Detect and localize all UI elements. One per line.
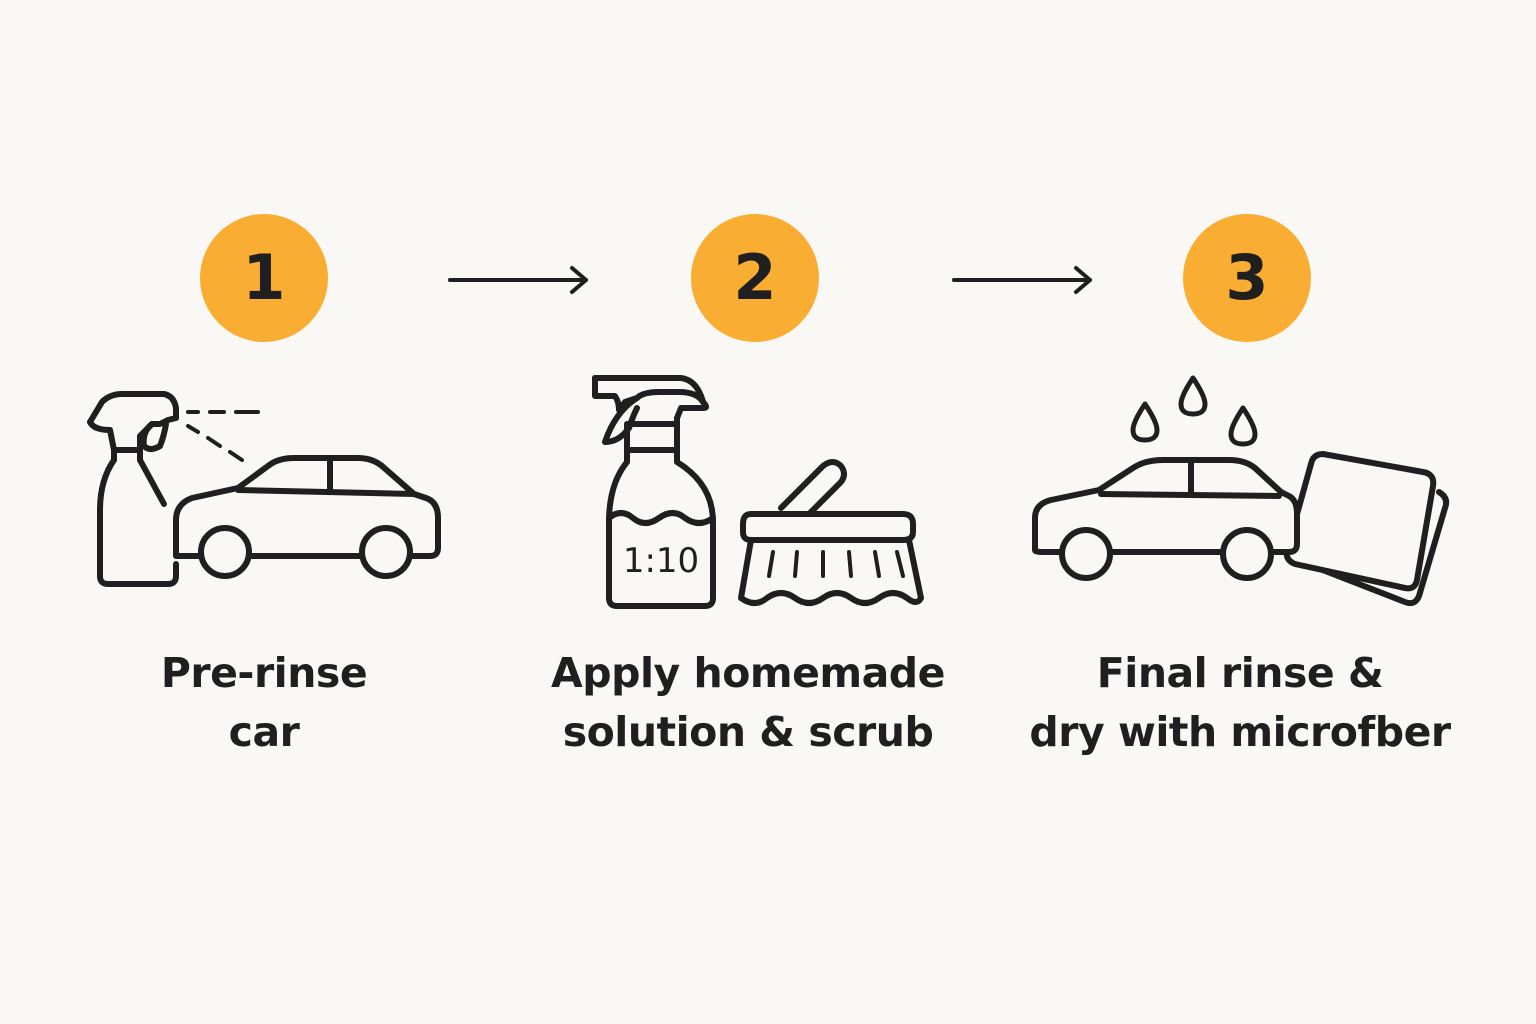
step-3-number: 3 xyxy=(1225,241,1269,314)
step-1-illustration xyxy=(87,391,441,587)
car-icon xyxy=(173,455,441,579)
step-3-caption: Final rinse & dry with microfber xyxy=(1015,644,1465,762)
spray-bottle-icon: 1:10 xyxy=(592,375,716,609)
step-1-caption-line-1: Pre-rinse xyxy=(160,649,368,697)
step-2-caption-line-2: solution & scrub xyxy=(562,708,934,756)
water-drops-icon xyxy=(1130,375,1258,447)
step-2-caption-line-1: Apply homemade xyxy=(551,649,945,697)
scrub-brush-icon xyxy=(738,459,924,606)
microfiber-towel-icon xyxy=(1283,451,1450,607)
step-2-number: 2 xyxy=(733,241,777,314)
step-3-badge: 3 xyxy=(1183,214,1311,342)
spray-bottle-icon xyxy=(87,391,260,587)
arrow-right-icon xyxy=(952,266,1092,294)
step-2-illustration: 1:10 xyxy=(592,375,924,609)
step-3-caption-line-2: dry with microfber xyxy=(1029,708,1451,756)
step-3-caption-line-1: Final rinse & xyxy=(1096,649,1384,697)
step-1-caption-line-2: car xyxy=(228,708,300,756)
step-1-badge: 1 xyxy=(200,214,328,342)
step-2-caption: Apply homemade solution & scrub xyxy=(528,644,968,762)
step-1-number: 1 xyxy=(242,241,286,314)
arrow-right-icon xyxy=(448,266,588,294)
step-1-caption: Pre-rinse car xyxy=(114,644,414,762)
car-icon xyxy=(1032,457,1300,581)
bottle-label: 1:10 xyxy=(623,541,699,581)
step-3-illustration xyxy=(1032,375,1450,607)
step-2-badge: 2 xyxy=(691,214,819,342)
